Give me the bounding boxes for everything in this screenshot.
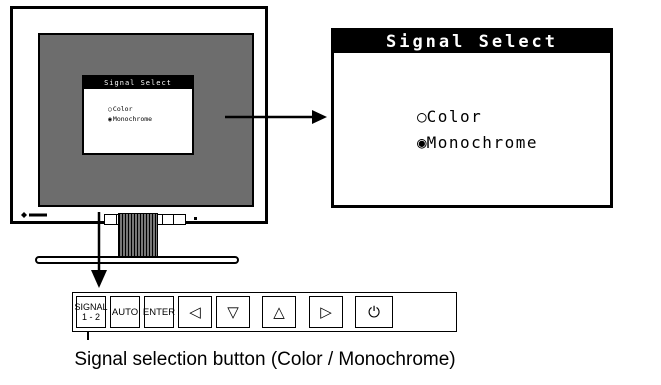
enter-button[interactable]: ENTER bbox=[143, 296, 175, 328]
triangle-down-icon: ▽ bbox=[227, 304, 239, 321]
osd-option-label: Monochrome bbox=[426, 133, 538, 152]
mini-osd-title: Signal Select bbox=[84, 77, 192, 89]
power-led-icon bbox=[194, 217, 197, 220]
radio-empty-icon: ○ bbox=[108, 105, 112, 113]
power-icon: ⏻ bbox=[368, 303, 380, 321]
mini-option-label: Color bbox=[112, 105, 133, 113]
signal-button[interactable]: SIGNAL 1 - 2 bbox=[74, 296, 108, 328]
osd-title: Signal Select bbox=[334, 31, 610, 53]
left-arrow-button[interactable]: ◁ bbox=[178, 296, 212, 328]
mini-osd-option-monochrome: ◉Monochrome bbox=[108, 115, 152, 123]
mini-option-label: Monochrome bbox=[112, 115, 153, 123]
enlarged-osd-window: Signal Select ○Color ◉Monochrome bbox=[331, 28, 613, 208]
down-arrow-button[interactable]: ▽ bbox=[216, 296, 250, 328]
radio-selected-icon: ◉ bbox=[417, 133, 427, 152]
osd-option-monochrome: ◉Monochrome bbox=[417, 133, 538, 152]
osd-option-color: ○Color bbox=[417, 107, 482, 126]
power-button[interactable]: ⏻ bbox=[355, 296, 393, 328]
control-panel: SIGNAL 1 - 2 AUTO ENTER ◁ ▽ △ ▷ ⏻ bbox=[72, 292, 457, 332]
triangle-right-icon: ▷ bbox=[320, 304, 332, 321]
signal-button-label: SIGNAL bbox=[74, 302, 108, 312]
radio-selected-icon: ◉ bbox=[108, 115, 112, 123]
mini-osd-option-color: ○Color bbox=[108, 105, 133, 113]
auto-button[interactable]: AUTO bbox=[110, 296, 140, 328]
triangle-left-icon: ◁ bbox=[189, 304, 201, 321]
up-arrow-button[interactable]: △ bbox=[262, 296, 296, 328]
monitor-stand-base bbox=[35, 256, 239, 264]
figure-caption: Signal selection button (Color / Monochr… bbox=[74, 349, 456, 370]
mini-button bbox=[163, 215, 175, 224]
mini-button bbox=[174, 215, 185, 224]
osd-option-label: Color bbox=[426, 107, 483, 126]
radio-empty-icon: ○ bbox=[417, 107, 427, 126]
right-arrow-button[interactable]: ▷ bbox=[309, 296, 343, 328]
signal-button-sublabel: 1 - 2 bbox=[81, 312, 100, 322]
monitor-stand-neck bbox=[118, 213, 158, 257]
brand-logo-icon bbox=[21, 212, 47, 218]
triangle-up-icon: △ bbox=[273, 304, 285, 321]
mini-osd-window: Signal Select ○Color ◉Monochrome bbox=[82, 75, 194, 155]
mini-button bbox=[105, 215, 117, 224]
mini-button bbox=[151, 215, 163, 224]
monitor-illustration: Signal Select ○Color ◉Monochrome bbox=[10, 6, 268, 225]
monitor-screen: Signal Select ○Color ◉Monochrome bbox=[38, 33, 254, 207]
